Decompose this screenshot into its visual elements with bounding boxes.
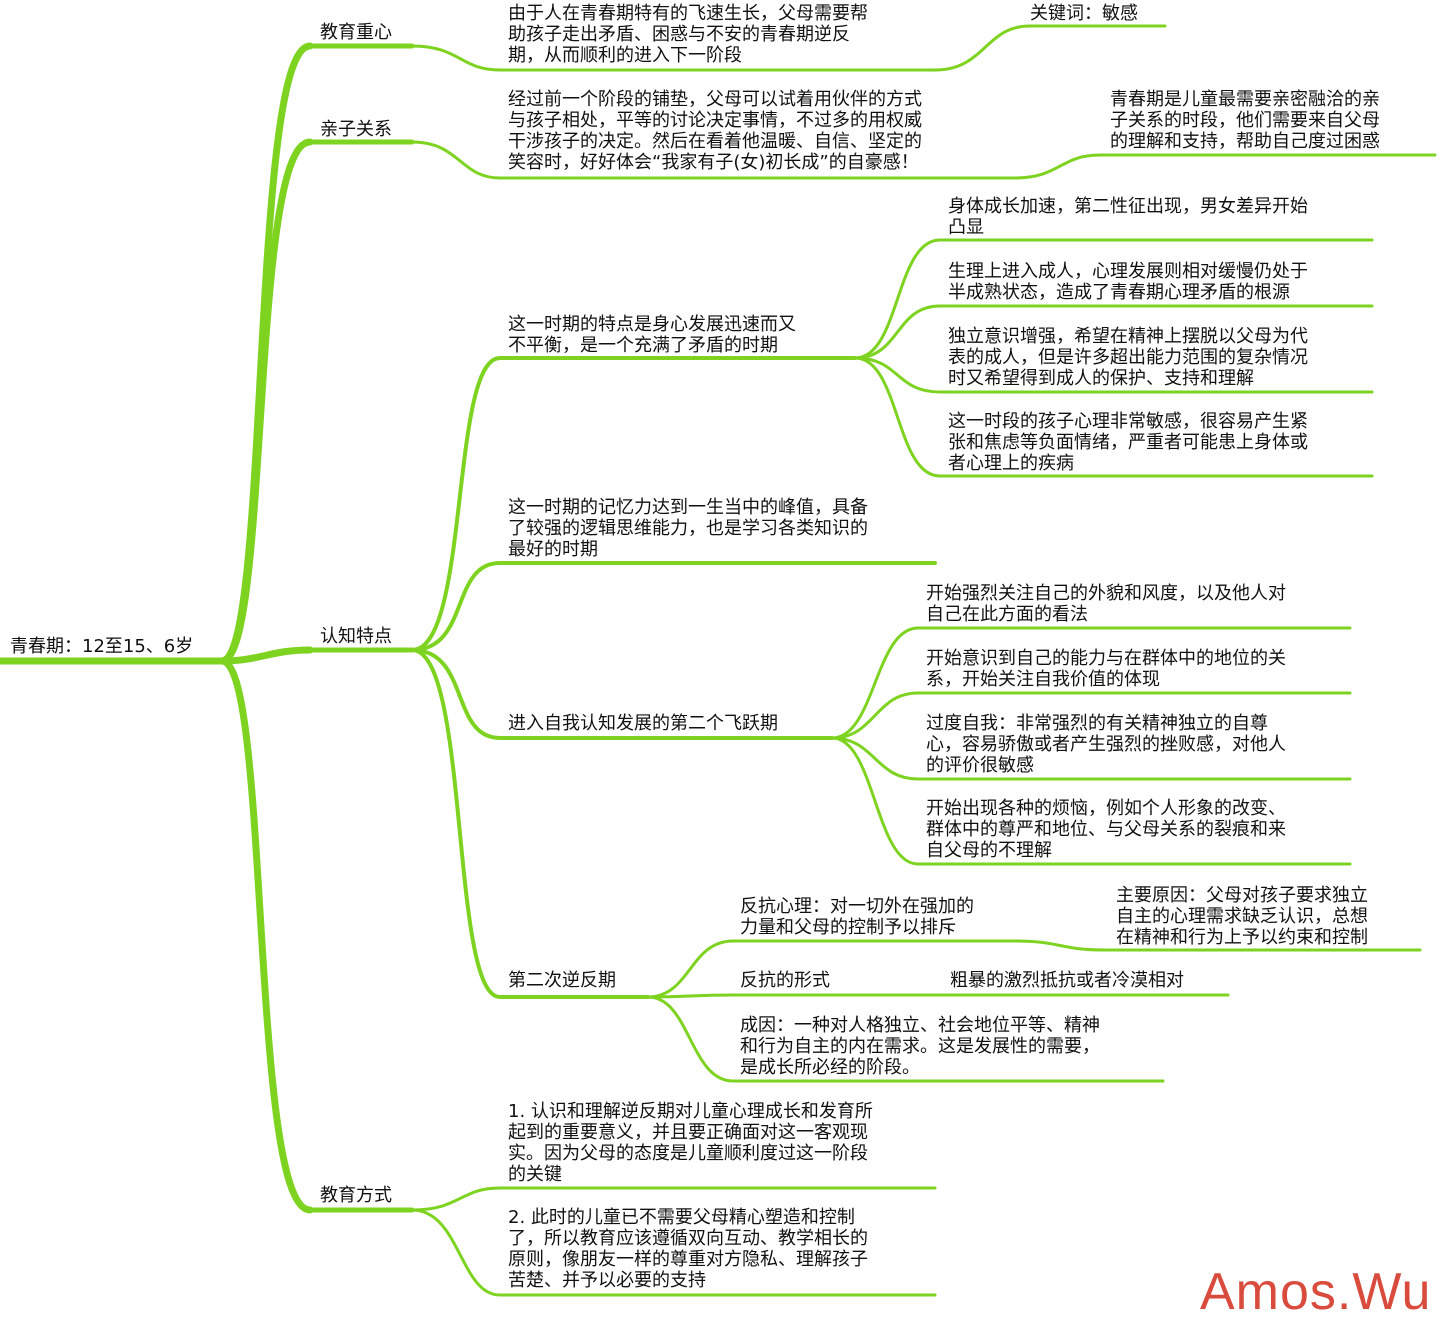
rebellion-form-detail: 粗暴的激烈抵抗或者冷漠相对 xyxy=(950,970,1184,991)
focus-keyword: 关键词：敏感 xyxy=(1030,3,1138,24)
self-item: 开始意识到自己的能力与在群体中的地位的关 系，开始关注自我价值的体现 xyxy=(926,648,1286,690)
link-root-cognition xyxy=(218,646,314,665)
rebellion-reason: 主要原因：父母对孩子要求独立 自主的心理需求缺乏认识，总想 在精神和行为上予以约… xyxy=(1116,885,1368,948)
branch-parent-child-relation: 亲子关系 xyxy=(320,119,392,140)
rebellion-cause: 成因：一种对人格独立、社会地位平等、精神 和行为自主的内在需求。这是发展性的需要… xyxy=(740,1015,1100,1078)
author-watermark: Amos.Wu xyxy=(1200,1263,1432,1321)
rebellion-resist: 反抗心理：对一切外在强加的 力量和父母的控制予以排斥 xyxy=(740,896,974,938)
branch-education-focus: 教育重心 xyxy=(320,22,392,43)
focus-text: 由于人在青春期特有的飞速生长，父母需要帮 助孩子走出矛盾、困惑与不安的青春期逆反… xyxy=(508,3,868,66)
self-item: 开始出现各种的烦恼，例如个人形象的改变、 群体中的尊严和地位、与父母关系的裂痕和… xyxy=(926,798,1286,861)
relation-note: 青春期是儿童最需要亲密融洽的亲 子关系的时段，他们需要来自父母 的理解和支持，帮… xyxy=(1110,89,1380,152)
relation-text: 经过前一个阶段的铺垫，父母可以试着用伙伴的方式 与孩子相处，平等的讨论决定事情，… xyxy=(508,89,922,173)
link-root-method xyxy=(218,657,314,1214)
branch-education-method: 教育方式 xyxy=(320,1185,392,1206)
traits-text: 这一时期的特点是身心发展迅速而又 不平衡，是一个充满了矛盾的时期 xyxy=(508,314,796,356)
root-topic: 青春期：12至15、6岁 xyxy=(10,636,194,657)
memory-text: 这一时期的记忆力达到一生当中的峰值，具备 了较强的逻辑思维能力，也是学习各类知识… xyxy=(508,497,868,560)
trait-item: 独立意识增强，希望在精神上摆脱以父母为代 表的成人，但是许多超出能力范围的复杂情… xyxy=(948,326,1308,389)
self-item: 开始强烈关注自己的外貌和风度，以及他人对 自己在此方面的看法 xyxy=(926,583,1286,625)
rebellion-text: 第二次逆反期 xyxy=(508,970,616,991)
link-root-relation xyxy=(218,138,314,665)
trait-item: 生理上进入成人，心理发展则相对缓慢仍处于 半成熟状态，造成了青春期心理矛盾的根源 xyxy=(948,261,1308,303)
trait-item: 身体成长加速，第二性征出现，男女差异开始 凸显 xyxy=(948,196,1308,238)
rebellion-form: 反抗的形式 xyxy=(740,970,830,991)
trait-item: 这一时段的孩子心理非常敏感，很容易产生紧 张和焦虑等负面情绪，严重者可能患上身体… xyxy=(948,411,1308,474)
method-item: 2. 此时的儿童已不需要父母精心塑造和控制 了，所以教育应该遵循双向互动、教学相… xyxy=(508,1207,868,1291)
self-item: 过度自我：非常强烈的有关精神独立的自尊 心，容易骄傲或者产生强烈的挫败感，对他人… xyxy=(926,713,1286,776)
method-item: 1. 认识和理解逆反期对儿童心理成长和发育所 起到的重要意义，并且要正确面对这一… xyxy=(508,1101,873,1185)
branch-cognitive-traits: 认知特点 xyxy=(320,626,392,647)
self-text: 进入自我认知发展的第二个飞跃期 xyxy=(508,713,778,734)
